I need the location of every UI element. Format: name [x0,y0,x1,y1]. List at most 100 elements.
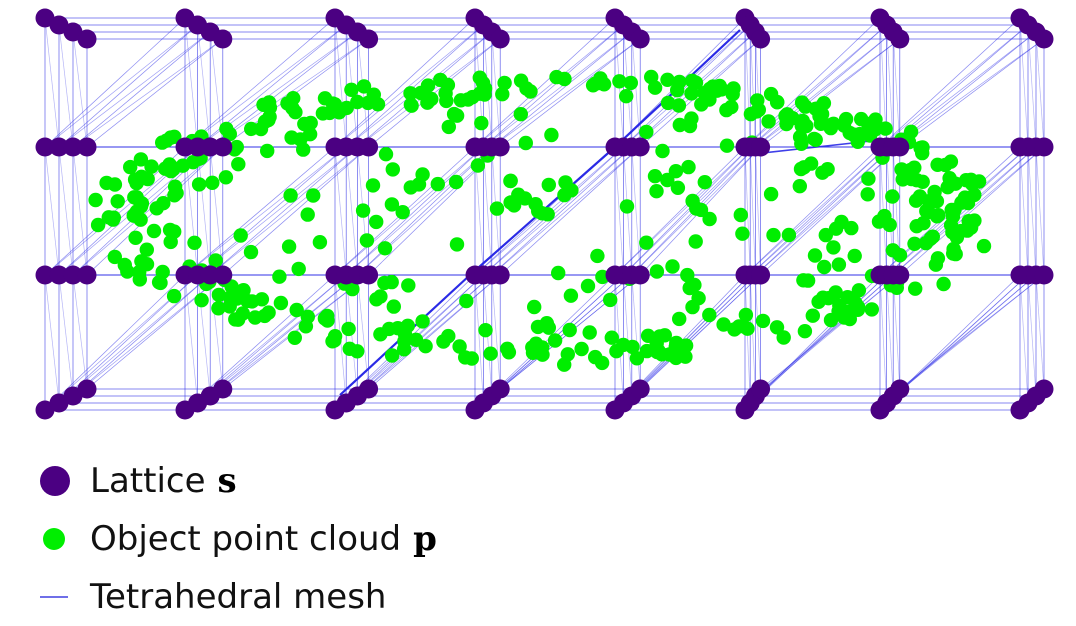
point-cloud-point [527,299,542,315]
point-cloud-point [397,327,413,342]
point-cloud-point [404,98,419,113]
point-cloud-point [253,121,269,137]
point-cloud-point [763,186,779,202]
lattice-node [63,386,83,406]
mesh-edge [58,146,74,276]
point-cloud-point [300,207,315,222]
point-cloud-point [647,80,663,95]
point-cloud-point [976,238,992,254]
lattice-node [35,400,55,420]
mesh-edge [631,146,641,276]
point-cloud-point [766,227,781,243]
mesh-edge [345,24,484,148]
point-cloud-point [211,301,226,316]
point-cloud-point [778,108,793,124]
lattice-node [1034,265,1054,285]
mesh-edge [345,146,493,276]
point-cloud-point [312,235,328,250]
lattice-node [751,379,771,399]
point-cloud-point [681,159,696,175]
point-cloud-point [834,214,849,230]
point-cloud-point [850,299,866,315]
point-cloud-point [840,290,855,305]
point-cloud-point [495,87,510,102]
point-cloud-point [639,124,654,140]
mesh-edge [491,146,641,276]
point-cloud-point [930,251,946,266]
mesh-edge [749,146,894,276]
mesh-edge [1035,274,1045,390]
point-cloud-point [697,175,712,190]
point-cloud-point [449,237,465,252]
point-cloud-point [430,176,445,192]
point-cloud-point [612,74,627,89]
mesh-edge [184,24,347,148]
mesh-edge [623,146,756,276]
point-cloud-point [513,107,528,122]
point-cloud-point [287,330,302,345]
point-cloud-point [415,314,430,329]
point-cloud-point [233,228,248,243]
point-cloud-point [660,172,675,188]
point-cloud-point [289,302,304,318]
lattice-node [1034,29,1054,49]
point-cloud-point [350,344,365,359]
point-cloud-point [860,116,876,132]
lattice-node [213,29,233,49]
mesh-edge [334,146,347,276]
point-cloud-point [560,347,575,362]
point-cloud-point [590,248,605,264]
point-cloud-point [960,223,975,238]
point-cloud-point [616,337,631,353]
point-cloud-point [163,234,178,250]
point-cloud-point [792,179,807,194]
point-cloud-point [689,201,704,216]
point-cloud-point [257,308,272,324]
point-cloud-point [501,345,517,360]
point-cloud-point [761,114,776,129]
point-cloud-point [852,126,867,142]
legend-label-point-cloud: Object point cloud [90,519,402,559]
point-cloud-point [816,96,832,111]
point-cloud-point [506,198,522,213]
lattice-mesh-diagram [35,8,1054,420]
point-cloud-point [327,333,342,348]
point-cloud-point [649,264,665,279]
point-cloud-point [497,75,512,91]
point-cloud-point [373,289,388,304]
mesh-edge [184,274,198,404]
mesh-edge [899,274,1045,390]
mesh-edge [197,146,211,276]
point-cloud-point [660,95,676,111]
point-cloud-point [530,319,546,335]
point-cloud-point [280,96,295,111]
mesh-edge [44,274,186,411]
mesh-edge [483,146,493,276]
point-cloud-point [930,157,945,172]
lattice-node [1034,137,1054,157]
point-cloud-point [272,269,287,284]
point-cloud-point [851,283,867,298]
mesh-edge [474,24,624,148]
point-cloud-point [604,330,619,345]
point-cloud-point [284,130,299,145]
point-cloud-point [755,313,771,329]
legend-item-lattice: Lattice s [30,452,730,510]
point-cloud-point [448,174,464,190]
point-cloud-point [860,187,875,202]
mesh-edge [614,146,746,276]
point-cloud-point [191,177,207,192]
mesh-edge [755,274,901,397]
point-cloud-point [260,143,275,159]
legend-item-point-cloud: Object point cloud p [30,510,730,568]
point-cloud-point [403,180,418,195]
point-cloud-point [107,249,123,265]
lattice-node [890,379,910,399]
point-cloud-point [133,152,149,167]
mesh-edge [760,274,901,390]
mesh-edge [744,146,751,276]
mesh-edge [879,17,1021,148]
point-cloud-point [475,75,491,91]
point-cloud-point [517,191,533,206]
point-cloud-point [123,159,138,175]
